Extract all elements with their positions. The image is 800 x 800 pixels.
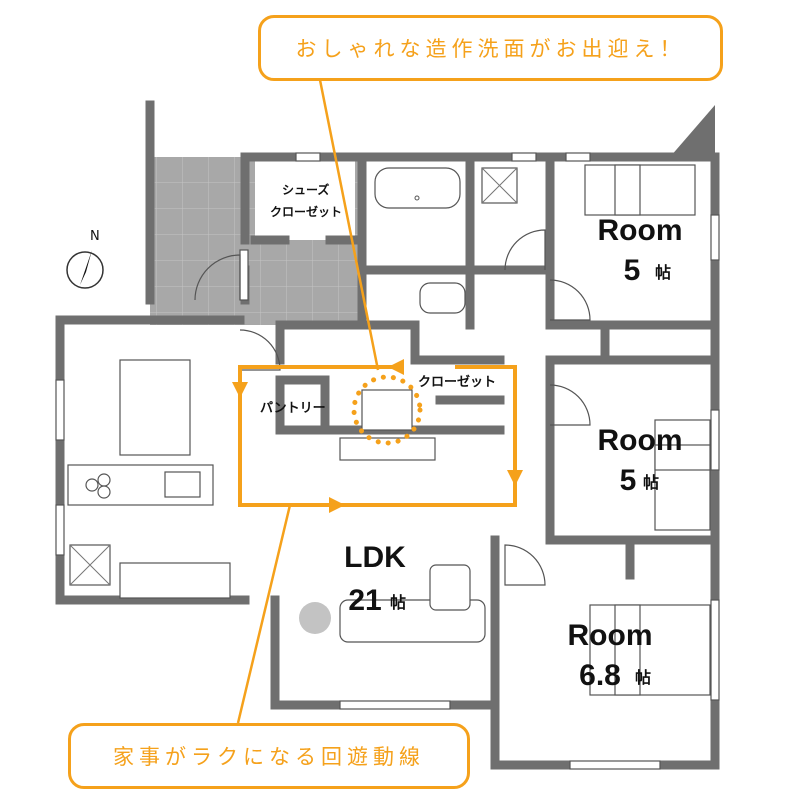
shoe-closet-area: [255, 160, 355, 240]
circulation-loop: [232, 79, 523, 724]
walls: [55, 100, 720, 770]
room-3: Room 6.8 帖: [568, 619, 653, 692]
svg-text:6.8: 6.8: [579, 659, 621, 692]
svg-text:LDK: LDK: [344, 541, 406, 574]
room-1: Room 5 帖: [598, 214, 683, 287]
windows: [55, 152, 720, 770]
svg-text:5: 5: [624, 254, 641, 287]
room-ldk: LDK 21 帖: [344, 541, 406, 617]
pantry-label: パントリー: [260, 401, 326, 416]
svg-text:帖: 帖: [643, 473, 659, 492]
svg-text:Room: Room: [568, 619, 653, 652]
closet-label: クローゼット: [418, 374, 496, 390]
svg-text:Room: Room: [598, 214, 683, 247]
fixtures: [67, 164, 711, 696]
callout-top: おしゃれな造作洗面がお出迎え！: [258, 15, 723, 81]
compass-icon: N: [66, 229, 104, 289]
svg-text:21: 21: [348, 584, 381, 617]
shoe-closet-label-2: クローゼット: [270, 204, 342, 219]
corner-wall: [670, 105, 715, 157]
svg-text:Room: Room: [598, 424, 683, 457]
callout-bottom: 家事がラクになる回遊動線: [68, 723, 470, 789]
svg-text:N: N: [90, 229, 100, 244]
svg-text:帖: 帖: [655, 263, 671, 282]
svg-text:帖: 帖: [635, 668, 651, 687]
svg-text:帖: 帖: [390, 593, 406, 612]
room-2: Room 5 帖: [598, 424, 683, 497]
shoe-closet-label: シューズ: [282, 182, 329, 197]
svg-text:5: 5: [620, 464, 637, 497]
